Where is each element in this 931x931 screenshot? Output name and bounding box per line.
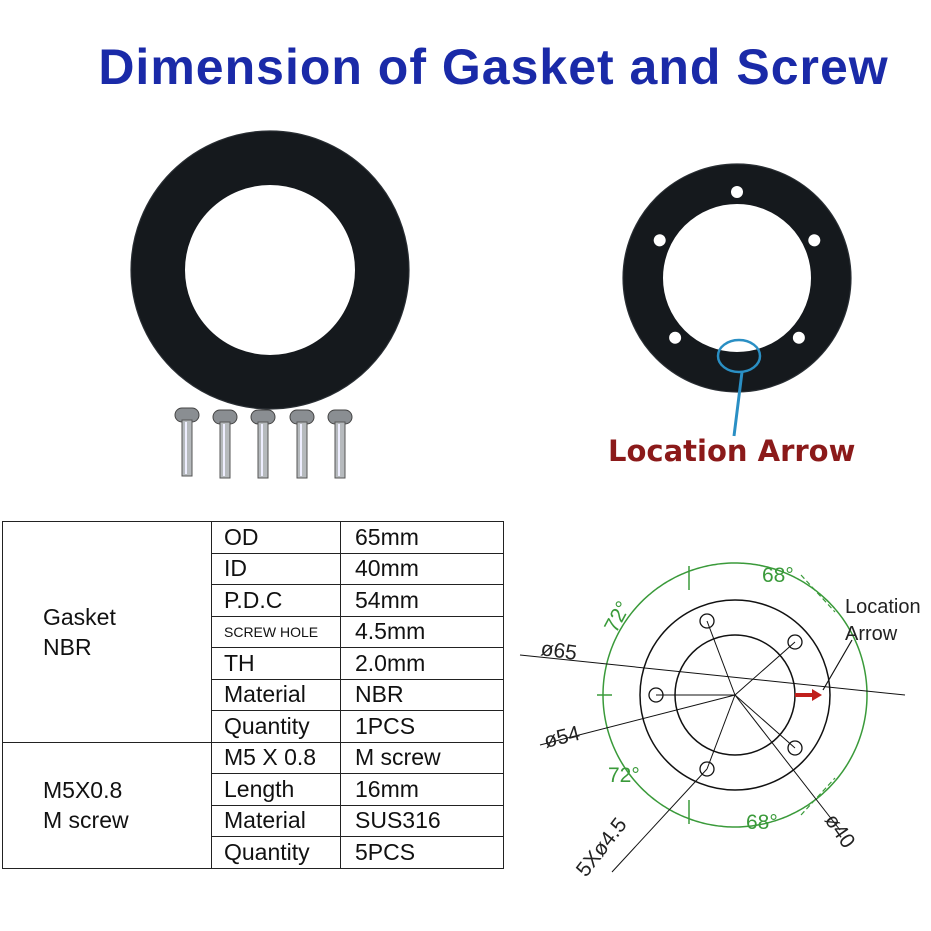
- page-title: Dimension of Gasket and Screw: [98, 39, 889, 95]
- spec-table: Gasket NBR OD 65mm ID 40mm P.D.C 54mm SC…: [2, 521, 504, 869]
- gasket-group-line1: Gasket: [43, 603, 116, 630]
- gasket-group-line2: NBR: [43, 633, 92, 660]
- value-cell: 40mm: [340, 552, 504, 585]
- center-lines: [519, 620, 906, 873]
- angle-left-bottom-label: 72°: [608, 764, 640, 787]
- gasket-photo-left: [130, 130, 410, 410]
- value-cell: 5PCS: [340, 836, 504, 869]
- angle-left-top-label: 72°: [600, 597, 635, 636]
- value-cell: SUS316: [340, 804, 504, 837]
- table-row: Quantity 1PCS: [3, 710, 504, 743]
- table-row: TH 2.0mm: [3, 647, 504, 680]
- screw: [174, 407, 200, 477]
- location-label-line2: Arrow: [845, 623, 898, 645]
- table-row: Material NBR: [3, 678, 504, 711]
- value-cell: NBR: [340, 678, 504, 711]
- table-row: M5X0.8 M screw M5 X 0.8 M screw: [2, 741, 504, 869]
- param-cell: OD: [211, 521, 341, 554]
- screws-photo: [174, 407, 353, 479]
- screw-group-cell: M5X0.8 M screw: [2, 741, 212, 869]
- param-cell: P.D.C: [211, 584, 341, 617]
- table-row: P.D.C 54mm: [3, 584, 504, 617]
- value-cell: M screw: [340, 741, 504, 774]
- value-cell: 65mm: [340, 521, 504, 554]
- gasket-photo-right: [622, 163, 852, 437]
- table-row: Gasket NBR OD 65mm: [2, 521, 504, 743]
- id-label: ø40: [820, 810, 860, 853]
- angle-top-label: 68°: [762, 564, 794, 587]
- location-marker-circle: [716, 338, 762, 374]
- param-cell: Material: [211, 804, 341, 837]
- param-cell: TH: [211, 647, 341, 680]
- screw: [250, 409, 276, 479]
- screw-group-line2: M screw: [43, 807, 129, 833]
- param-cell: ID: [211, 552, 341, 585]
- param-cell: Length: [211, 773, 341, 806]
- table-row: ID 40mm: [3, 552, 504, 585]
- screw: [289, 409, 315, 479]
- param-cell: Quantity: [211, 836, 341, 869]
- param-cell: Material: [211, 678, 341, 711]
- value-cell: 16mm: [340, 773, 504, 806]
- od-label: ø65: [539, 637, 578, 665]
- value-cell: 2.0mm: [340, 647, 504, 680]
- gasket-group-cell: Gasket NBR: [2, 521, 212, 743]
- bolt-holes: [648, 613, 803, 777]
- screw: [212, 409, 238, 479]
- table-row: Quantity 5PCS: [3, 836, 504, 869]
- value-cell: 54mm: [340, 584, 504, 617]
- value-cell: 4.5mm: [340, 615, 504, 648]
- param-cell: Quantity: [211, 710, 341, 743]
- location-arrow-icon: [795, 639, 853, 701]
- dim-leaders: [800, 574, 836, 816]
- location-marker-line: [732, 371, 744, 437]
- table-row: SCREW HOLE 4.5mm: [3, 615, 504, 648]
- pdc-label: ø54: [542, 722, 583, 753]
- hole-label: 5Xø4.5: [572, 814, 632, 882]
- gasket-outline: [639, 599, 831, 791]
- product-photos: [130, 130, 852, 479]
- angle-arcs: [597, 562, 868, 828]
- param-cell: M5 X 0.8: [211, 741, 341, 774]
- table-row: Material SUS316: [3, 804, 504, 837]
- screw: [327, 409, 353, 479]
- location-label-line1: Location: [845, 596, 921, 618]
- param-cell: SCREW HOLE: [211, 615, 341, 648]
- table-row: Length 16mm: [3, 773, 504, 806]
- location-arrow-label: Location Arrow: [608, 434, 856, 468]
- screw-group-line1: M5X0.8: [43, 777, 123, 803]
- value-cell: 1PCS: [340, 710, 504, 743]
- angle-bottom-label: 68°: [746, 811, 778, 834]
